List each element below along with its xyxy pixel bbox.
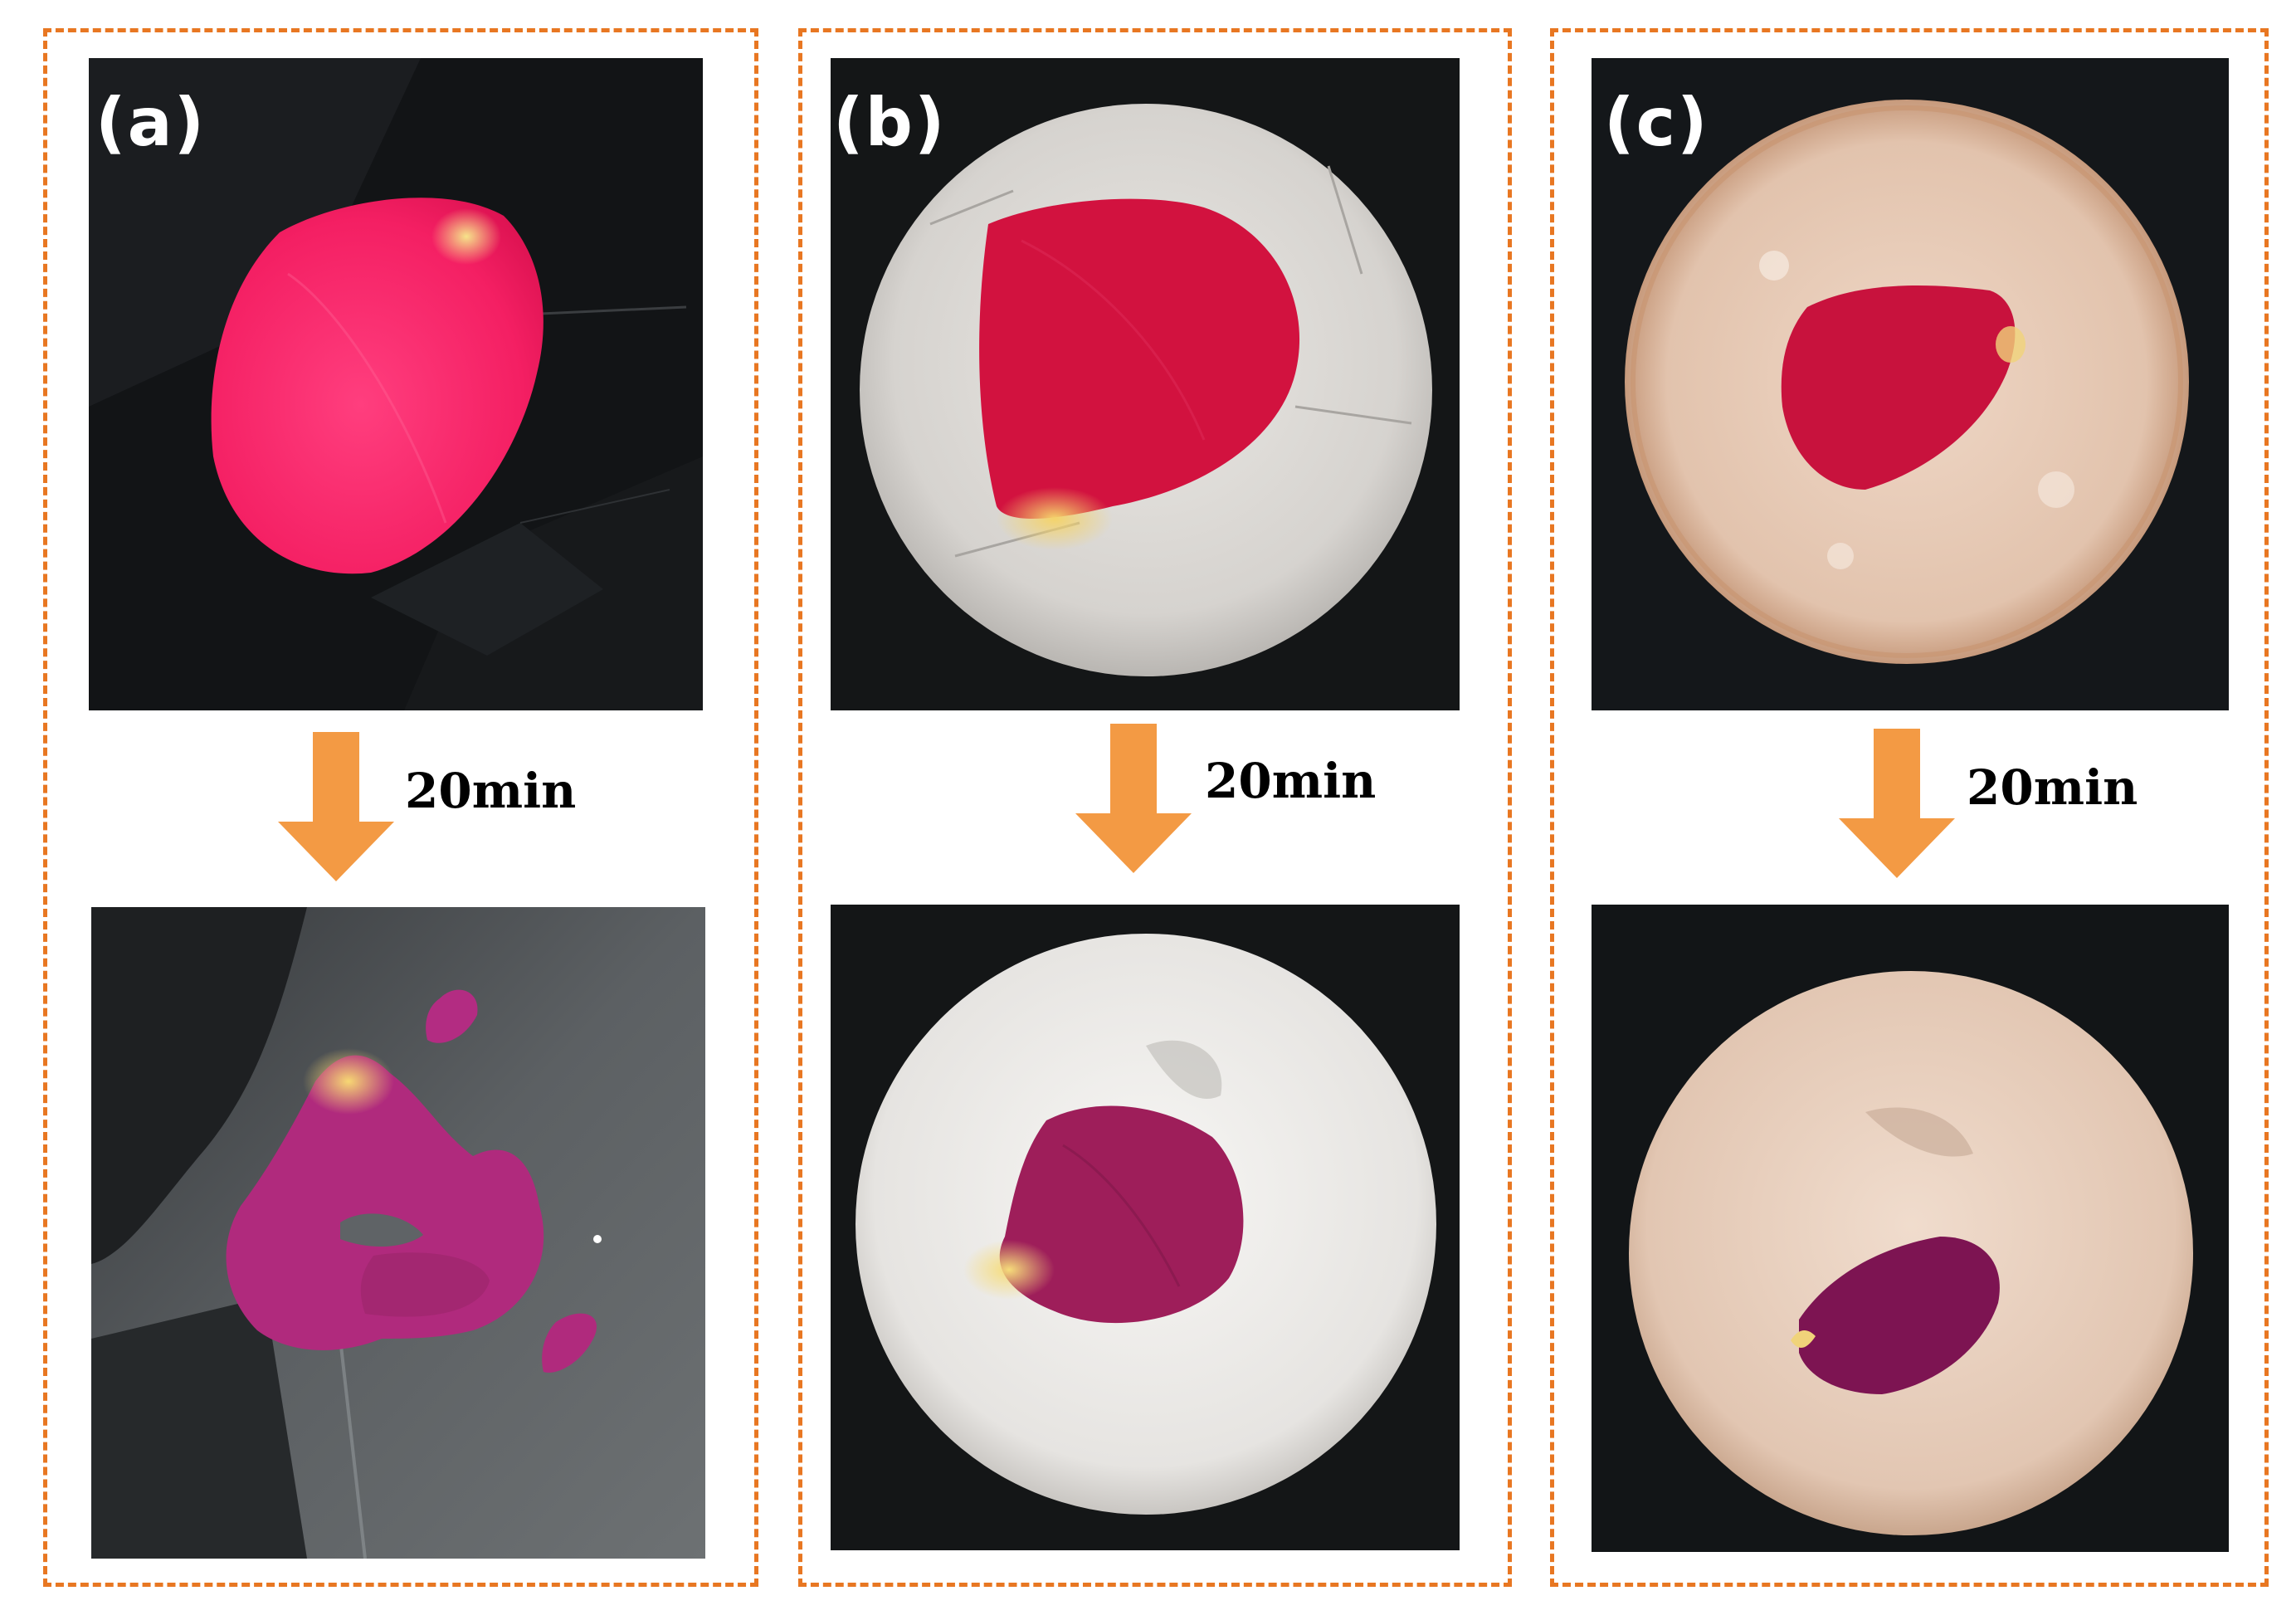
panel-c-time-label: 20min xyxy=(1967,759,2138,816)
panel-a-after-photo xyxy=(91,907,705,1559)
panel-b-down-arrow-icon xyxy=(1075,724,1192,873)
panel-b-frame xyxy=(798,28,1512,1587)
panel-a-time-label: 20min xyxy=(405,763,577,819)
panel-a-label: (a) xyxy=(95,84,207,161)
panel-a-down-arrow-icon xyxy=(278,732,394,881)
panel-a-frame xyxy=(43,28,758,1587)
panel-c-label: (c) xyxy=(1604,84,1709,161)
panel-a-before-photo xyxy=(89,58,703,710)
panel-b-before-photo xyxy=(831,58,1460,710)
panel-b-after-photo xyxy=(831,905,1460,1550)
panel-c-before-photo xyxy=(1592,58,2229,710)
panel-b-label: (b) xyxy=(833,84,947,161)
panel-c-down-arrow-icon xyxy=(1839,729,1955,878)
panel-c-frame xyxy=(1550,28,2269,1587)
panel-b-time-label: 20min xyxy=(1205,753,1377,809)
panel-c-after-photo xyxy=(1592,905,2229,1552)
